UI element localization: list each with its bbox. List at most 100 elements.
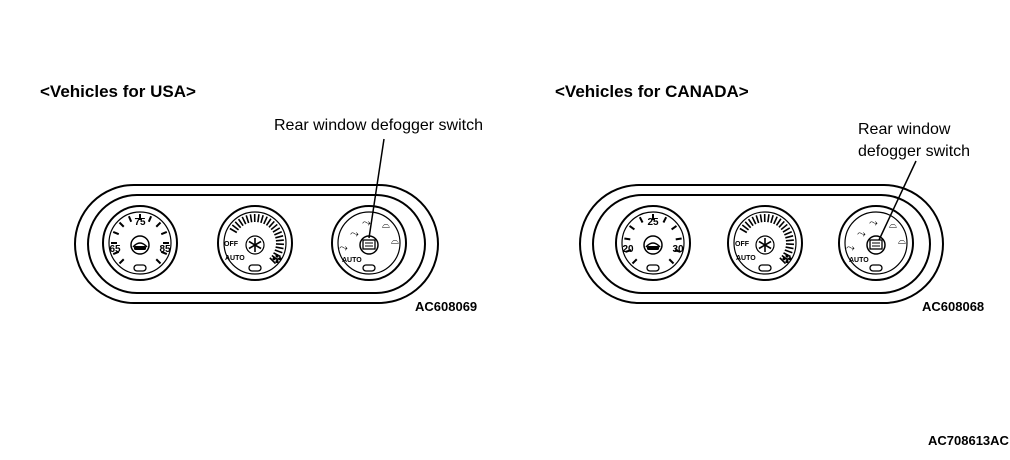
canada-temp-indicator-icon	[646, 264, 660, 272]
foot-defrost-mode-icon: ⌓	[382, 220, 390, 231]
dial-tick	[271, 254, 279, 261]
dial-tick	[668, 258, 675, 265]
dial-tick	[274, 249, 283, 254]
usa-temp-indicator-icon	[133, 264, 147, 272]
dial-tick	[751, 216, 757, 225]
dial-tick	[229, 227, 238, 234]
dial-tick	[784, 231, 793, 236]
dial-tick	[245, 215, 250, 224]
usa-temp-high-label: 85	[159, 244, 171, 255]
dial-tick	[275, 246, 284, 250]
usa-fan-speed-ticks	[229, 213, 285, 265]
dial-tick	[783, 252, 791, 258]
canada-temp-scale-ticks	[624, 214, 682, 265]
usa-fan-off-label: OFF	[224, 241, 239, 248]
canada-temp-low-label: 20	[622, 244, 634, 255]
dial-tick	[272, 227, 281, 233]
dial-tick	[785, 246, 794, 250]
usa-heading: <Vehicles for USA>	[40, 82, 196, 101]
rear-defogger-button[interactable]	[866, 235, 886, 255]
usa-fan-auto-label: AUTO	[225, 255, 245, 262]
recirculation-icon	[130, 235, 150, 255]
dial-tick	[741, 224, 750, 231]
usa-temperature-dial[interactable]: 75 65 85	[102, 205, 178, 281]
dial-tick	[759, 214, 763, 223]
usa-mode-dial[interactable]: ⤳ ⤳ ⤳ ⌓ ⌓ AUTO	[331, 205, 407, 281]
windshield-defrost-icon: ⌓	[391, 236, 399, 247]
dial-tick	[118, 258, 125, 265]
usa-fan-indicator-icon	[248, 264, 262, 272]
canada-mode-indicator-icon	[869, 264, 883, 272]
dial-tick	[782, 227, 791, 233]
usa-temp-low-label: 65	[109, 244, 121, 255]
canada-fan-indicator-icon	[758, 264, 772, 272]
dial-tick	[234, 221, 242, 229]
usa-defogger-callout: Rear window defogger switch	[274, 117, 483, 134]
overall-figure-code: AC708613AC	[928, 433, 1009, 448]
dial-tick	[118, 221, 125, 228]
dial-tick	[155, 258, 162, 265]
canada-temp-mid-label: 25	[647, 217, 659, 228]
dial-tick	[638, 216, 644, 223]
dial-tick	[127, 215, 133, 223]
usa-fan-dial[interactable]: OFF AUTO ✤	[217, 205, 293, 281]
usa-mode-auto-label: AUTO	[342, 257, 362, 264]
dial-tick	[112, 230, 120, 236]
canada-fan-dial[interactable]: OFF AUTO ✤	[727, 205, 803, 281]
dial-tick	[624, 237, 631, 241]
canada-fan-auto-label: AUTO	[736, 255, 756, 262]
dial-tick	[767, 214, 770, 223]
dial-tick	[784, 249, 793, 254]
dial-tick	[265, 218, 272, 226]
dial-tick	[112, 250, 120, 256]
dial-tick	[662, 216, 668, 223]
dial-tick	[268, 220, 275, 228]
dial-tick	[231, 224, 240, 231]
dial-tick	[160, 250, 168, 256]
ac-snowflake-icon	[245, 235, 265, 255]
usa-figure-code: AC608069	[415, 299, 478, 314]
canada-callout-line1: Rear window	[858, 121, 951, 138]
dial-tick	[257, 214, 260, 223]
dial-tick	[779, 257, 787, 265]
canada-defogger-callout: Rear window defogger switch	[858, 119, 970, 163]
canada-mode-auto-label: AUTO	[849, 257, 869, 264]
dial-tick	[781, 254, 789, 261]
dial-tick	[273, 252, 281, 258]
dial-tick	[747, 218, 754, 227]
dial-tick	[274, 231, 283, 236]
windshield-defrost-icon: ⌓	[898, 236, 906, 247]
dial-tick	[675, 237, 682, 241]
fan-icon: ✤	[782, 252, 792, 266]
foot-defrost-mode-icon: ⌓	[889, 220, 897, 231]
usa-panel-outline	[74, 184, 439, 304]
canada-temperature-dial[interactable]: 25 20 30	[615, 205, 691, 281]
dial-tick	[237, 218, 244, 227]
face-vent-mode-icon: ⤳	[350, 228, 359, 240]
dial-tick	[263, 216, 268, 225]
canada-fan-off-label: OFF	[735, 241, 750, 248]
dial-tick	[275, 239, 284, 242]
dial-tick	[160, 230, 168, 236]
dial-tick	[739, 227, 748, 234]
foot-mode-icon: ⤳	[339, 242, 348, 254]
canada-fan-speed-ticks	[739, 213, 795, 265]
dial-tick	[674, 249, 681, 253]
face-vent-mode-icon: ⤳	[857, 228, 866, 240]
canada-heading: <Vehicles for CANADA>	[555, 82, 749, 101]
rear-defogger-button[interactable]	[359, 235, 379, 255]
fan-icon: ✤	[272, 252, 282, 266]
dial-tick	[155, 221, 162, 228]
dial-tick	[755, 215, 760, 224]
canada-mode-dial[interactable]: ⤳ ⤳ ⤳ ⌓ ⌓ AUTO	[838, 205, 914, 281]
dial-tick	[785, 239, 794, 242]
bi-level-mode-icon: ⤳	[362, 217, 371, 229]
dial-tick	[780, 223, 788, 231]
canada-callout-leader	[878, 160, 917, 241]
foot-mode-icon: ⤳	[846, 242, 855, 254]
ac-snowflake-icon	[755, 235, 775, 255]
dial-tick	[270, 223, 278, 231]
dial-tick	[269, 257, 277, 265]
usa-temp-scale-ticks	[111, 214, 169, 265]
